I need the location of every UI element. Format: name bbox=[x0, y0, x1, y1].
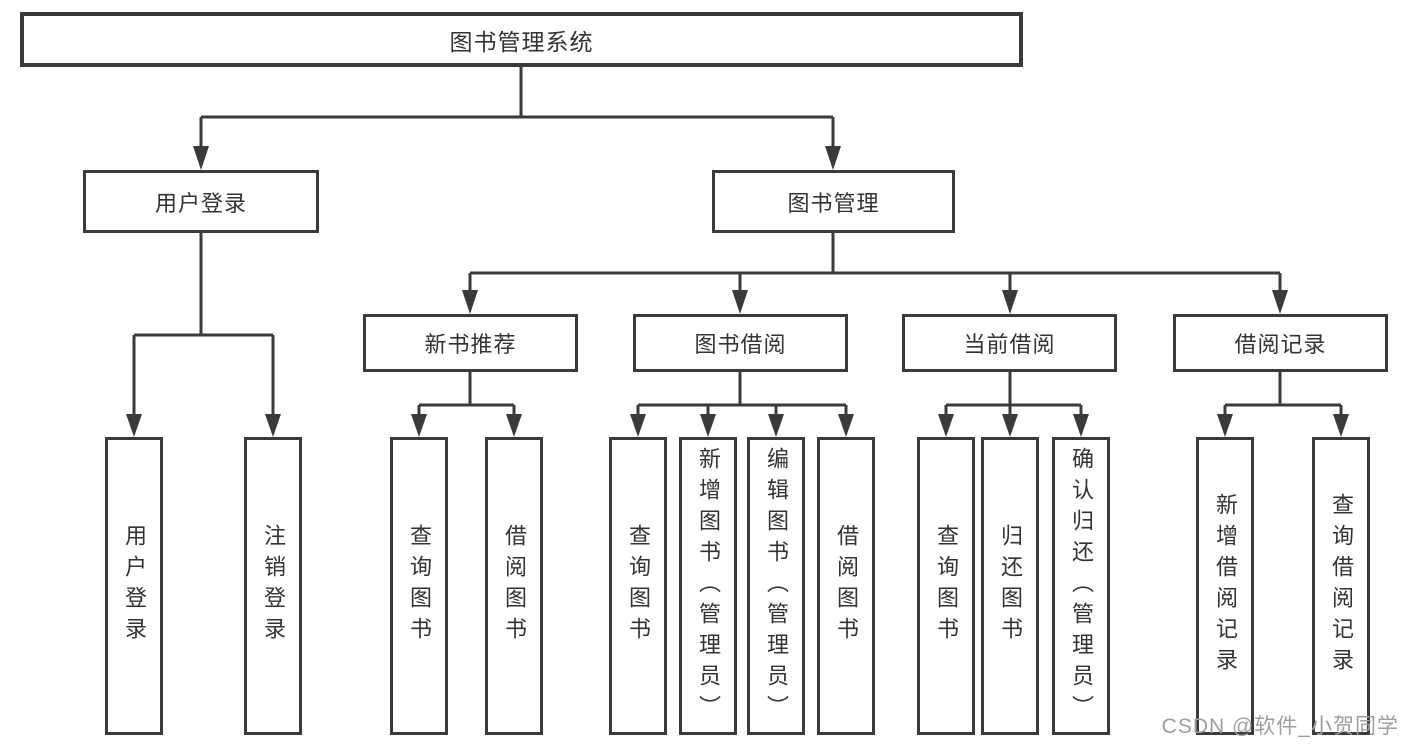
node-book-management: 图书管理 bbox=[712, 170, 955, 233]
node-label: 确认归还（管理员） bbox=[1069, 446, 1094, 726]
node-label: 新增图书（管理员） bbox=[696, 446, 721, 726]
node-library-management-system: 图书管理系统 bbox=[20, 12, 1023, 67]
node-book-borrowing: 图书借阅 bbox=[633, 314, 848, 372]
csdn-watermark: CSDN @软件_小贺同学 bbox=[1161, 715, 1399, 738]
leaf-add-books-admin: 新增图书（管理员） bbox=[679, 437, 737, 735]
node-label: 注销登录 bbox=[261, 524, 286, 648]
leaf-confirm-return-admin: 确认归还（管理员） bbox=[1052, 437, 1110, 735]
node-label: 编辑图书（管理员） bbox=[764, 446, 789, 726]
node-label: 当前借阅 bbox=[963, 332, 1056, 357]
leaf-query-books-current: 查询图书 bbox=[917, 437, 975, 735]
node-label: 借阅记录 bbox=[1234, 332, 1327, 357]
node-label: 新书推荐 bbox=[424, 332, 517, 357]
node-borrowing-records: 借阅记录 bbox=[1173, 314, 1388, 372]
node-user-login: 用户登录 bbox=[83, 170, 319, 233]
node-label: 图书借阅 bbox=[694, 332, 787, 357]
leaf-logout-login: 注销登录 bbox=[244, 437, 302, 735]
node-label: 图书管理系统 bbox=[449, 28, 594, 55]
node-label: 查询图书 bbox=[407, 524, 432, 648]
node-label: 借阅图书 bbox=[502, 524, 527, 648]
node-label: 查询借阅记录 bbox=[1329, 493, 1354, 679]
leaf-add-borrow-record: 新增借阅记录 bbox=[1196, 437, 1254, 735]
leaf-borrow-books-borrowing: 借阅图书 bbox=[817, 437, 875, 735]
node-label: 用户登录 bbox=[122, 524, 147, 648]
node-label: 新增借阅记录 bbox=[1213, 493, 1238, 679]
leaf-edit-books-admin: 编辑图书（管理员） bbox=[747, 437, 805, 735]
leaf-user-login: 用户登录 bbox=[105, 437, 163, 735]
leaf-query-books-borrowing: 查询图书 bbox=[609, 437, 667, 735]
leaf-query-books-recommend: 查询图书 bbox=[390, 437, 448, 735]
leaf-query-borrow-record: 查询借阅记录 bbox=[1312, 437, 1370, 735]
node-new-book-recommend: 新书推荐 bbox=[363, 314, 578, 372]
node-label: 用户登录 bbox=[154, 190, 247, 216]
node-current-borrowing: 当前借阅 bbox=[902, 314, 1117, 372]
leaf-return-books: 归还图书 bbox=[981, 437, 1039, 735]
node-label: 查询图书 bbox=[934, 524, 959, 648]
leaf-borrow-books-recommend: 借阅图书 bbox=[485, 437, 543, 735]
node-label: 查询图书 bbox=[626, 524, 651, 648]
node-label: 借阅图书 bbox=[834, 524, 859, 648]
node-label: 图书管理 bbox=[787, 190, 880, 216]
node-label: 归还图书 bbox=[998, 524, 1023, 648]
